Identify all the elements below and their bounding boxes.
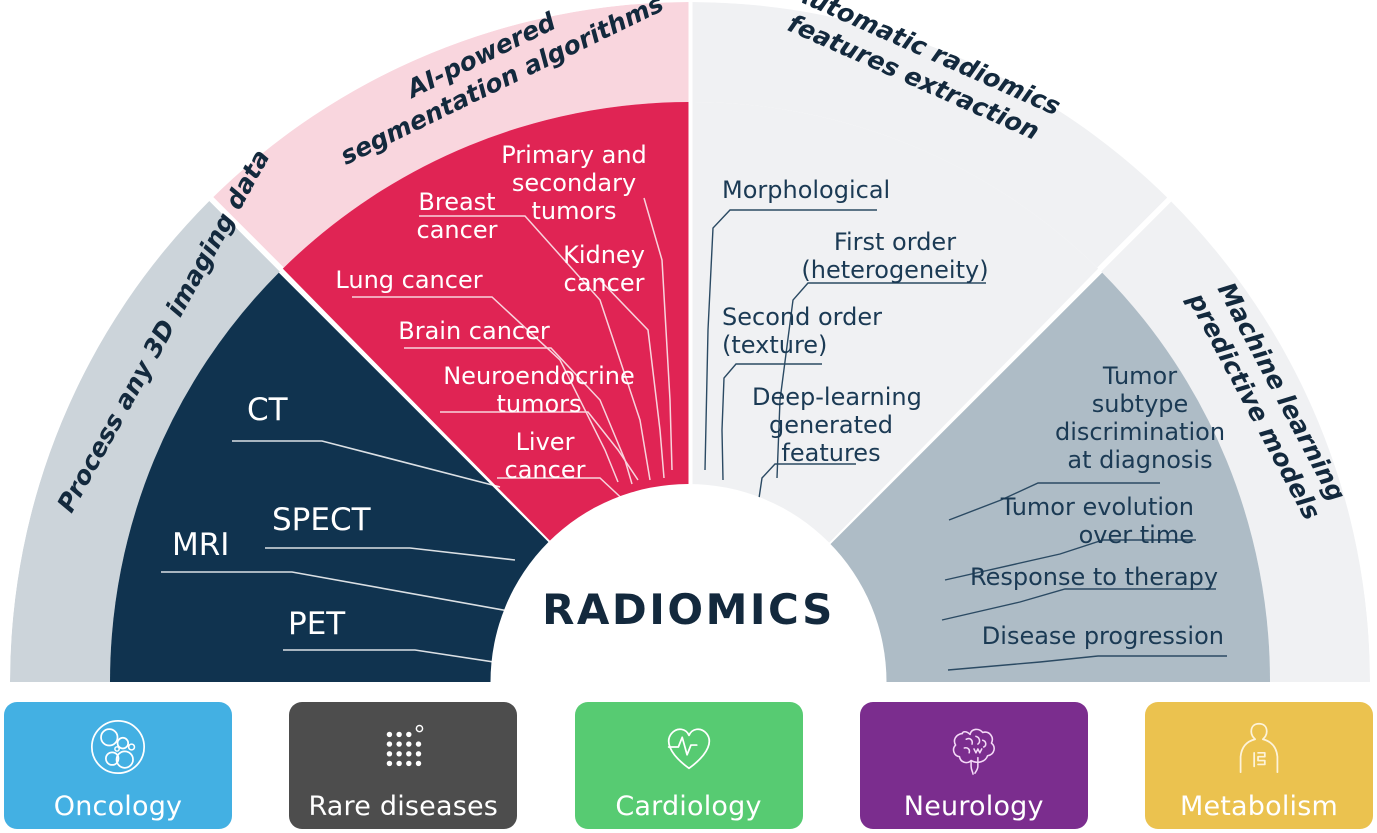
app-card-rare-diseases[interactable]: Rare diseases bbox=[289, 702, 518, 829]
center-hub bbox=[490, 484, 887, 682]
leader-lines-features bbox=[704, 209, 986, 506]
radiomics-wheel bbox=[10, 2, 1370, 682]
app-card-cardiology[interactable]: Cardiology bbox=[574, 702, 803, 829]
app-label-metabolism: Metabolism bbox=[1179, 791, 1339, 822]
app-card-oncology[interactable]: Oncology bbox=[4, 702, 232, 829]
leader-lines-predictions bbox=[941, 482, 1227, 671]
app-label-neurology: Neurology bbox=[903, 791, 1044, 822]
ring-sector-input bbox=[10, 200, 280, 682]
ring-sector-models bbox=[1101, 200, 1370, 682]
brain-icon bbox=[952, 728, 995, 775]
app-label-rare-diseases: Rare diseases bbox=[308, 791, 499, 822]
app-card-neurology[interactable]: Neurology bbox=[859, 702, 1088, 829]
dot-grid-icon bbox=[386, 724, 424, 767]
torso-icon bbox=[1239, 722, 1279, 774]
ring-sector-segmentation bbox=[213, 2, 689, 268]
cells-icon bbox=[90, 719, 146, 775]
application-cards: Oncology Rare diseases Cardiology bbox=[0, 702, 1377, 833]
ring-sector-extraction bbox=[692, 2, 1168, 268]
app-label-oncology: Oncology bbox=[53, 791, 183, 822]
app-card-metabolism[interactable]: Metabolism bbox=[1145, 702, 1373, 829]
heart-pulse-icon bbox=[667, 728, 710, 770]
app-label-cardiology: Cardiology bbox=[615, 791, 762, 822]
center-title: RADIOMICS bbox=[542, 585, 835, 634]
